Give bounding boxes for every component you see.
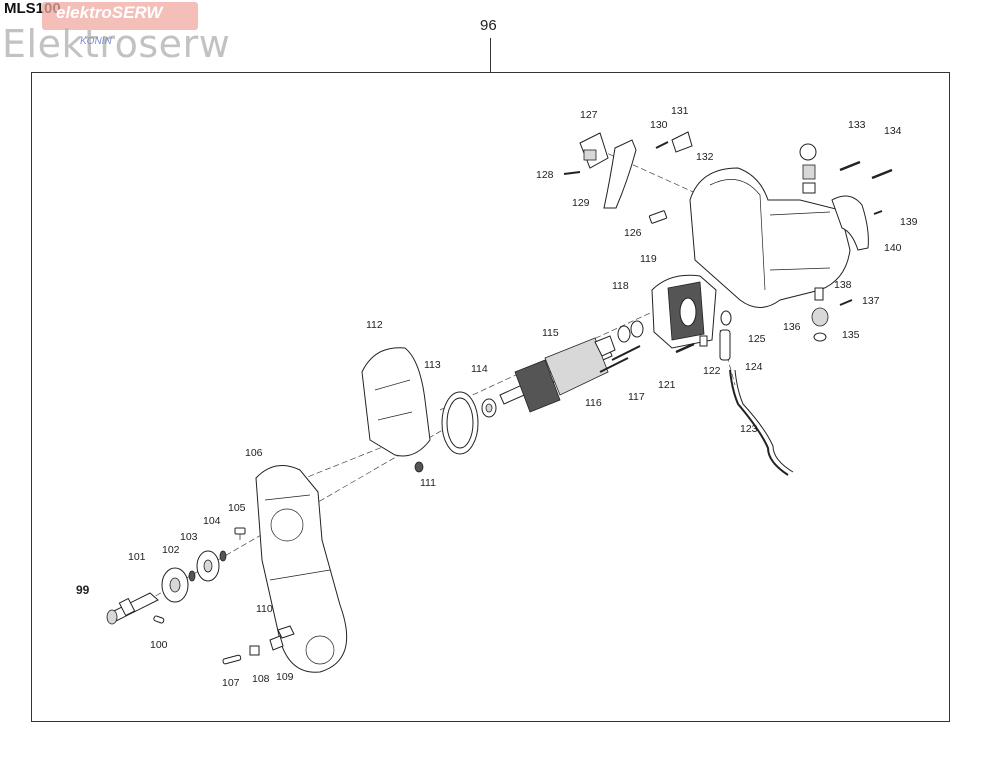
label-116: 116: [585, 397, 602, 409]
label-127: 127: [580, 109, 598, 121]
part-135-cap: [813, 332, 827, 342]
part-labels: 99 100 101 102 103 104 105 106 107 108 1…: [76, 105, 918, 689]
part-brush-cap-top: [799, 143, 817, 194]
part-134-screw: [871, 168, 893, 180]
part-140-rear-cover: [831, 195, 869, 251]
label-122: 122: [703, 365, 721, 377]
label-100: 100: [150, 639, 168, 651]
part-124-cord-guard: [719, 329, 731, 361]
part-104-ring: [219, 550, 227, 562]
label-105: 105: [228, 502, 246, 514]
part-112-bracket: [361, 347, 431, 457]
part-122-clip: [699, 335, 708, 347]
part-99-spindle: [106, 592, 159, 625]
part-130-screw: [655, 141, 669, 149]
part-129-trigger: [603, 139, 637, 209]
part-119-field-stator: [651, 274, 717, 349]
label-125: 125: [748, 333, 766, 345]
label-124: 124: [745, 361, 763, 373]
label-134: 134: [884, 125, 902, 137]
part-116-pin: [599, 357, 629, 373]
label-117: 117: [628, 391, 645, 403]
part-133-screw: [839, 160, 861, 172]
part-128-screw: [563, 171, 581, 175]
part-126-connector: [648, 210, 668, 224]
label-111: 111: [420, 477, 436, 489]
part-109-clip: [269, 635, 284, 651]
part-107-screw: [222, 654, 242, 665]
label-115: 115: [542, 327, 559, 339]
part-100-key: [153, 615, 165, 624]
label-121: 121: [658, 379, 676, 391]
label-104: 104: [203, 515, 221, 527]
part-138-carbon-brush: [814, 287, 824, 301]
label-108: 108: [252, 673, 270, 685]
part-102-ring: [188, 570, 196, 582]
label-107: 107: [222, 677, 240, 689]
label-135: 135: [842, 329, 860, 341]
part-127-switch: [579, 132, 609, 169]
part-106-gear-housing: [255, 465, 348, 673]
part-136-brush-holder: [811, 307, 829, 327]
label-138: 138: [834, 279, 852, 291]
brand-badge: [42, 2, 198, 30]
label-139: 139: [900, 216, 918, 228]
label-130: 130: [650, 119, 668, 131]
part-108-nut: [249, 645, 260, 656]
label-126: 126: [624, 227, 642, 239]
label-137: 137: [862, 295, 880, 307]
part-114-bearing: [481, 398, 497, 418]
label-101: 101: [128, 551, 146, 563]
part-110-lever: [277, 625, 295, 639]
part-118-bearing: [617, 320, 644, 343]
label-113: 113: [424, 359, 441, 371]
label-99: 99: [76, 583, 90, 597]
brand-city: KONIN: [80, 36, 112, 47]
part-131-plate: [671, 131, 693, 153]
assembly-axes: [139, 149, 736, 606]
diagram-frame: [31, 72, 950, 722]
watermark: Elektroserw: [2, 22, 231, 66]
label-131: 131: [671, 105, 689, 117]
label-128: 128: [536, 169, 554, 181]
label-140: 140: [884, 242, 902, 254]
part-111-screw: [414, 461, 424, 473]
label-123: 123: [740, 423, 758, 435]
label-129: 129: [572, 197, 590, 209]
label-110: 110: [256, 603, 273, 615]
assembly-leader: [490, 38, 491, 72]
part-103-bearing: [196, 550, 220, 582]
part-121-screw: [675, 342, 695, 354]
label-119: 119: [640, 253, 657, 265]
part-123-power-cord: [729, 369, 794, 476]
label-136: 136: [783, 321, 801, 333]
label-118: 118: [612, 280, 629, 292]
label-132: 132: [696, 151, 714, 163]
brand-badge-text: elektroSERW: [56, 3, 163, 22]
part-113-seal-ring: [441, 391, 479, 455]
part-137-screw: [839, 299, 853, 306]
part-105-screw: [234, 527, 246, 540]
label-103: 103: [180, 531, 198, 543]
label-114: 114: [471, 363, 488, 375]
label-109: 109: [276, 671, 294, 683]
part-115-armature: [499, 335, 616, 413]
assembly-label: 96: [480, 17, 497, 34]
part-132-motor-housing: [689, 167, 851, 308]
label-133: 133: [848, 119, 866, 131]
label-102: 102: [162, 544, 180, 556]
part-125-ring: [720, 310, 732, 326]
label-112: 112: [366, 319, 383, 331]
part-117-pin: [611, 345, 641, 361]
label-106: 106: [245, 447, 263, 459]
part-101-bearing: [161, 567, 189, 603]
part-139-screw: [873, 210, 883, 215]
